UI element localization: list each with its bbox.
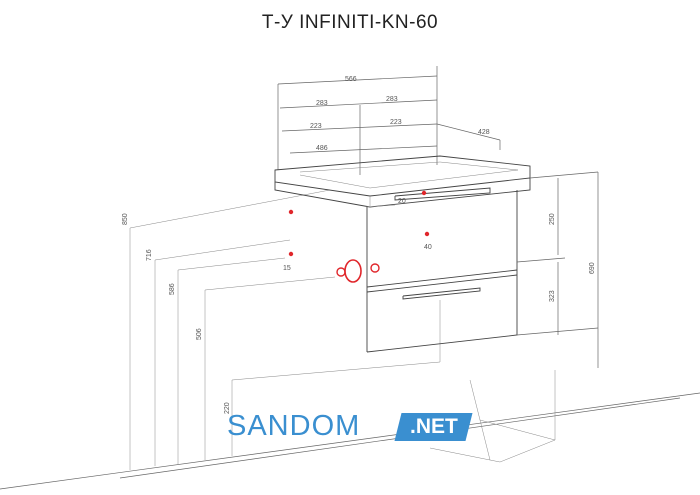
dim-220: 220 xyxy=(224,402,231,414)
dim-566: 566 xyxy=(345,76,357,83)
dim-428: 428 xyxy=(478,129,490,136)
top-dimensions xyxy=(277,66,501,175)
marker-drain-top xyxy=(421,190,427,196)
dim-40: 40 xyxy=(424,244,432,251)
dim-250: 250 xyxy=(549,213,556,225)
connection-markers xyxy=(288,190,430,283)
watermark-suffix: .NET xyxy=(409,415,458,438)
dim-223-left: 223 xyxy=(310,123,322,130)
marker-water-lower xyxy=(288,251,294,257)
marker-pipe-outlet xyxy=(344,259,362,283)
dim-283-right: 283 xyxy=(386,96,398,103)
dim-690: 690 xyxy=(589,262,596,274)
dim-486: 486 xyxy=(316,145,328,152)
watermark: SANDOM .NET xyxy=(227,410,473,450)
dim-283-left: 283 xyxy=(316,100,328,107)
watermark-suffix-badge: .NET xyxy=(394,413,473,441)
dim-506: 506 xyxy=(196,328,203,340)
marker-pipe-right xyxy=(370,263,380,273)
right-dimensions xyxy=(516,171,599,368)
marker-drain-center xyxy=(424,231,430,237)
dim-20: 20 xyxy=(398,198,406,205)
dim-586: 586 xyxy=(169,283,176,295)
watermark-brand: SANDOM xyxy=(227,410,361,442)
dim-15: 15 xyxy=(283,265,291,272)
cabinet xyxy=(366,190,518,353)
dim-850: 850 xyxy=(122,213,129,225)
dim-323: 323 xyxy=(549,290,556,302)
drawing-title: Т-У INFINITI-KN-60 xyxy=(261,12,439,33)
marker-pipe-left xyxy=(336,267,346,277)
marker-water-left xyxy=(288,209,294,215)
dim-223-right: 223 xyxy=(390,119,402,126)
dim-716: 716 xyxy=(146,249,153,261)
